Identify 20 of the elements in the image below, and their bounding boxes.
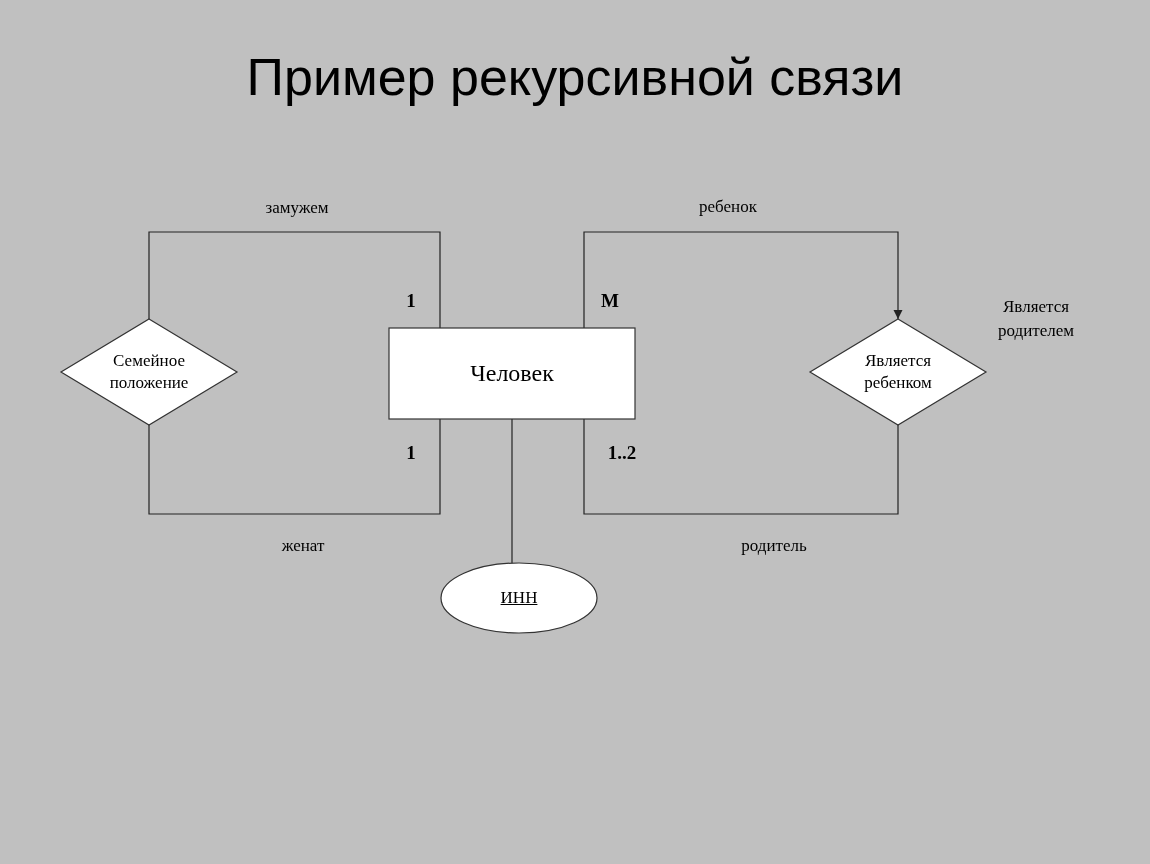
relationship-caption: Является родителем [997, 296, 1075, 342]
diagram-title: Пример рекурсивной связи [245, 47, 905, 108]
cardinality-label: 1 [406, 290, 416, 312]
cardinality-label: 1..2 [607, 442, 637, 464]
attribute-ellipse [441, 563, 597, 633]
edge-label: ребенок [697, 197, 759, 217]
cardinality-label: M [601, 290, 619, 312]
node-label: ИНН [500, 586, 538, 609]
cardinality-label: 1 [406, 442, 416, 464]
node-label: Семейное положение [108, 349, 190, 394]
node-label: Является ребенком [863, 349, 933, 394]
arrow [583, 231, 903, 329]
connector-line [583, 418, 899, 515]
relationship-diamond [61, 319, 237, 425]
connector-line [511, 418, 513, 564]
connector-line [148, 231, 441, 329]
node-label: Человек [470, 358, 554, 388]
entity-box [389, 328, 635, 419]
connector-line [148, 418, 441, 515]
relationship-diamond [810, 319, 986, 425]
